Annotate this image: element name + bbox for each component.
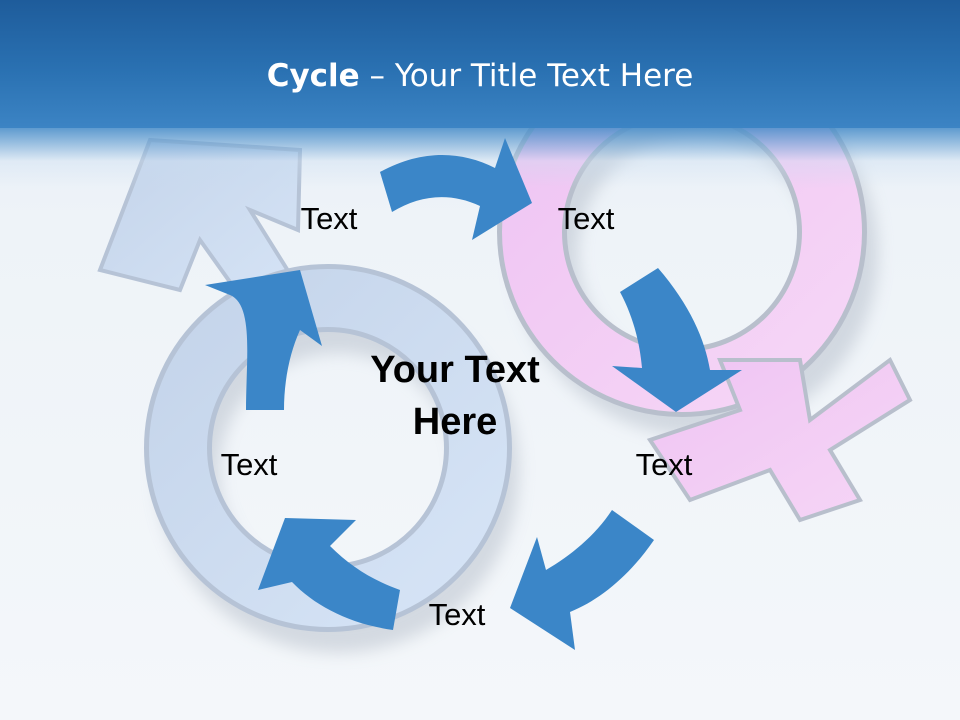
cycle-arrow-5 [205,270,322,410]
cycle-node-label: Text [557,201,615,236]
cycle-arrow-2 [612,268,742,412]
center-text-line-1: Your Text [370,349,540,391]
cycle-arrow-1 [380,138,532,240]
cycle-arrow-3 [510,510,654,650]
cycle-node-label: Text [635,447,693,482]
cycle-arrow-4 [258,518,400,630]
cycle-node-label: Text [300,201,358,236]
title-bold: Cycle [266,58,360,94]
title-bar [0,0,960,128]
cycle-node-label: Text [220,447,278,482]
slide-title: Cycle – Your Title Text Here [0,56,960,96]
cycle-node-label: Text [428,597,486,632]
center-text-line-2: Here [412,401,498,443]
center-text: Your Text Here [325,344,585,448]
title-rest: – Your Title Text Here [359,58,694,94]
